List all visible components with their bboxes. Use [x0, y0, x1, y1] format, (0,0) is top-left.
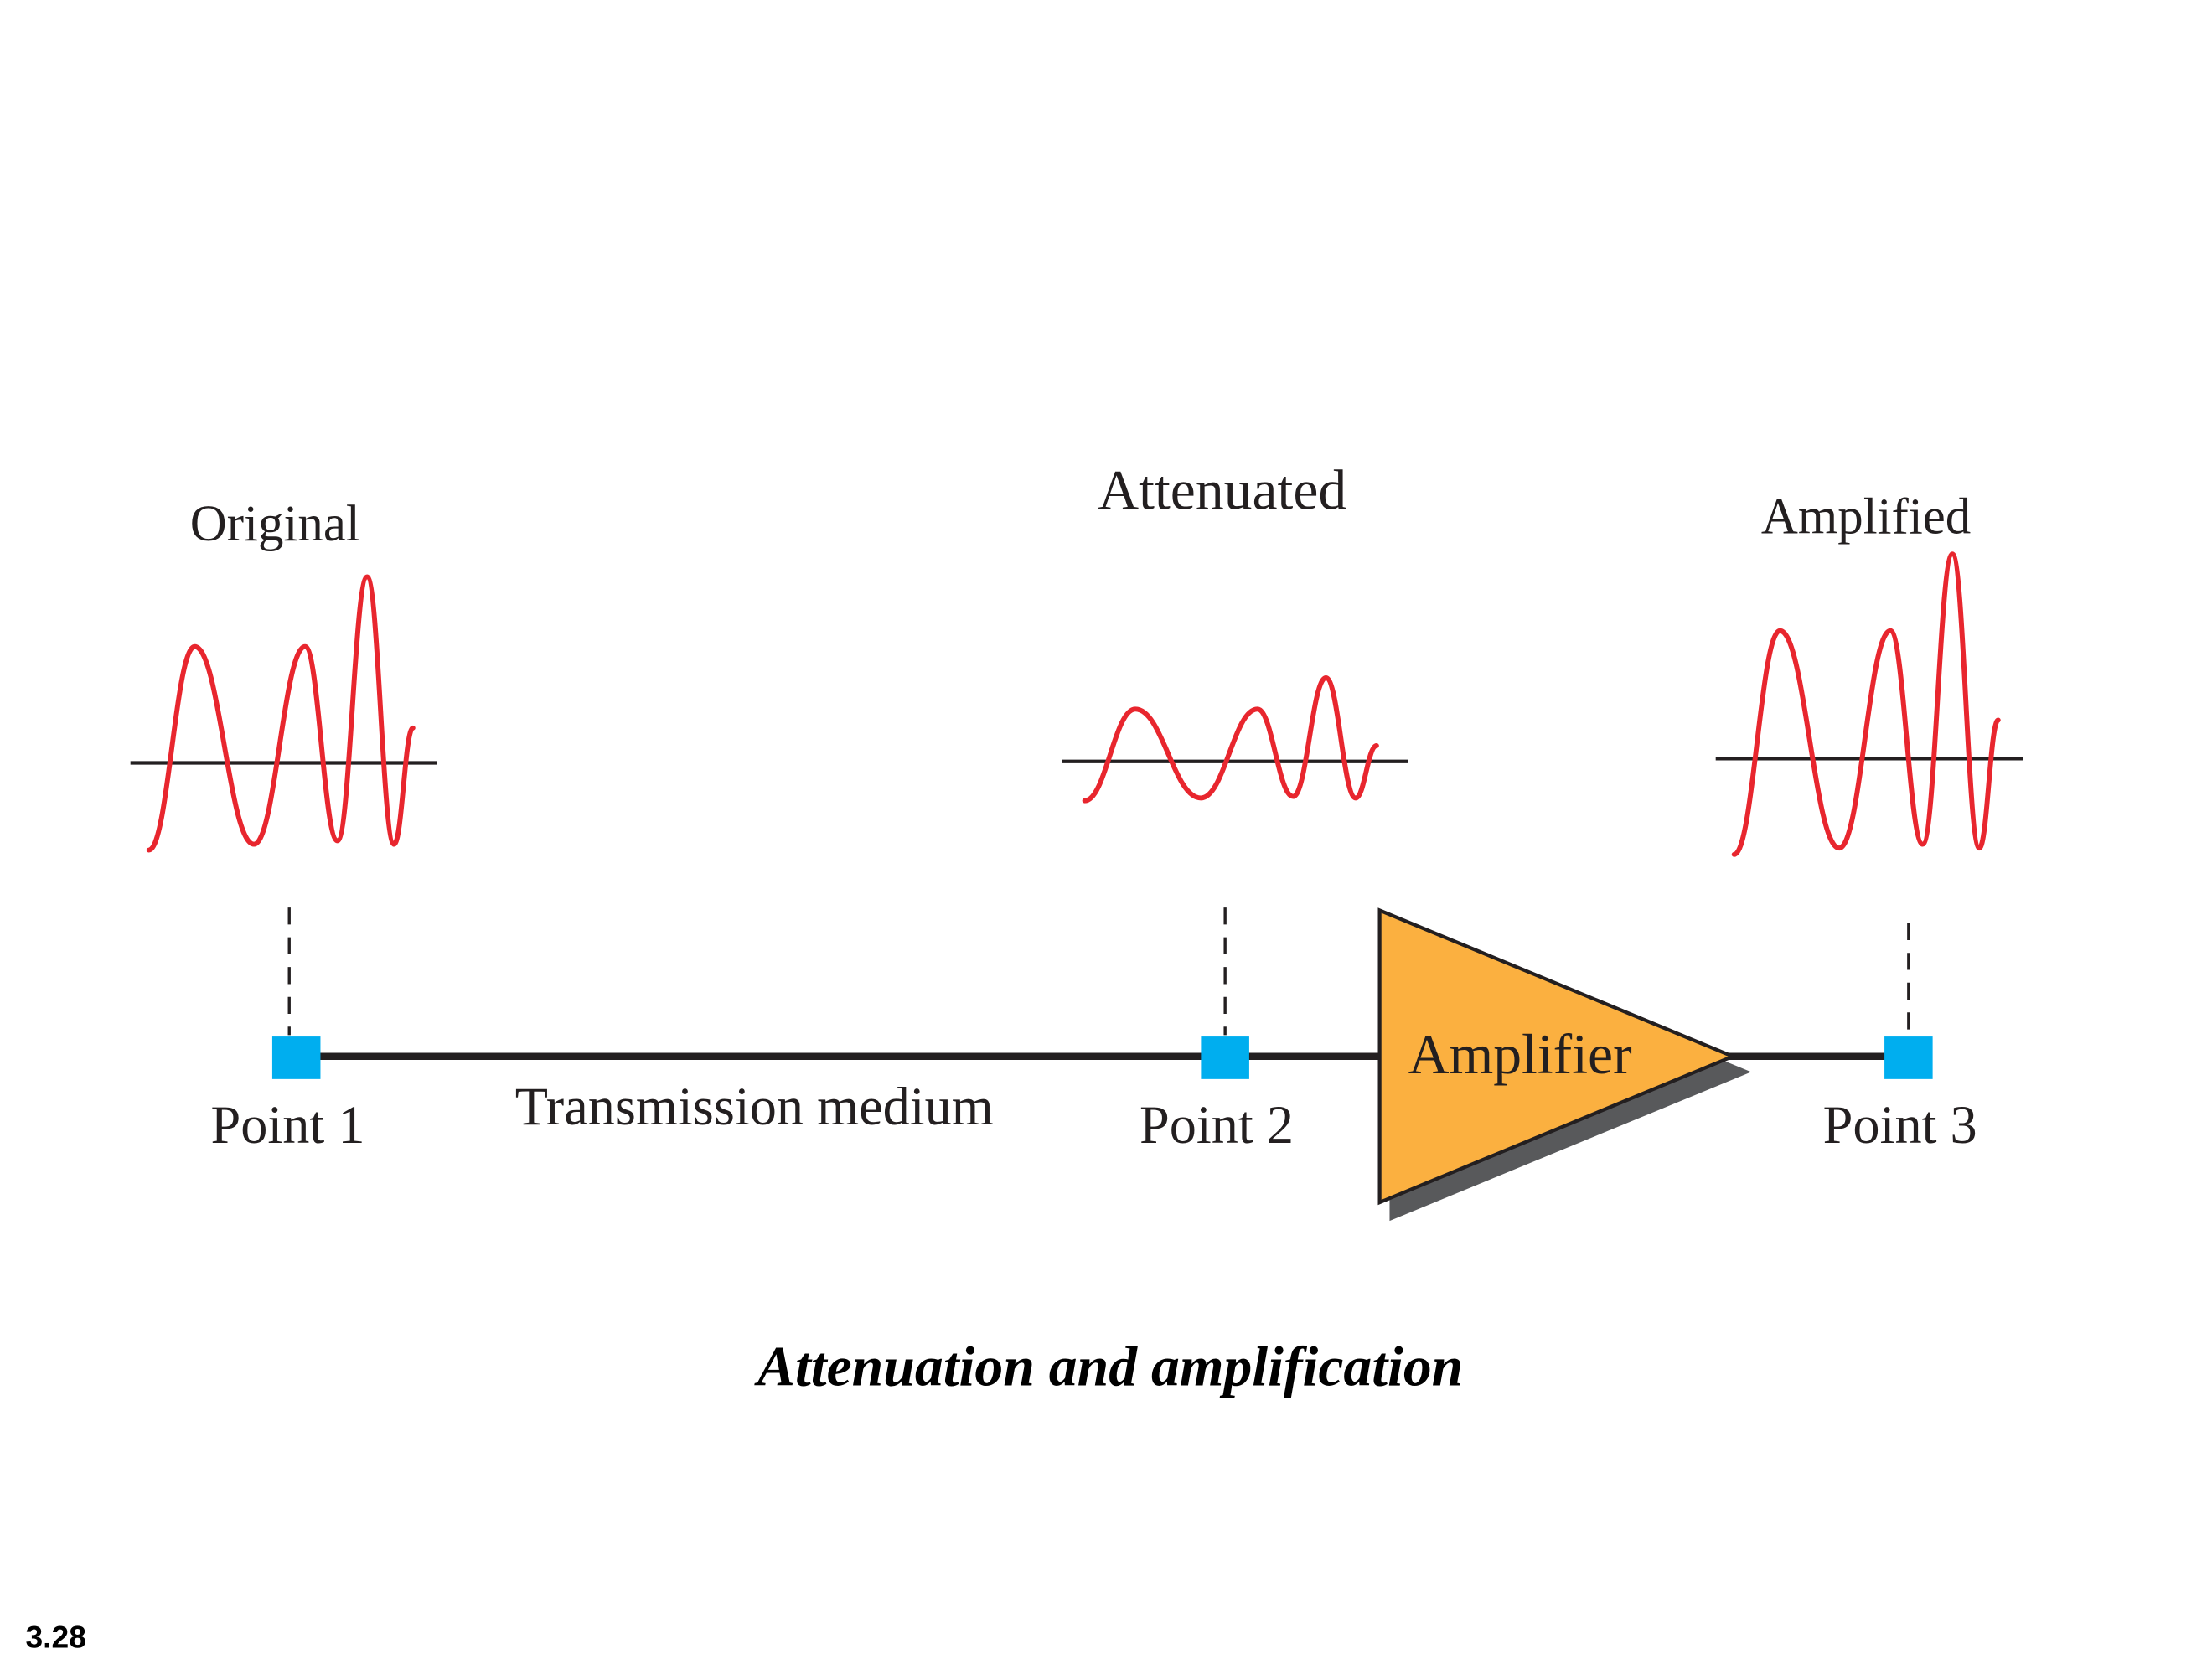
attenuated-signal-label: Attenuated [1098, 459, 1346, 522]
point3-marker [1884, 1036, 1933, 1079]
point2-marker [1201, 1036, 1249, 1079]
point3-label: Point 3 [1823, 1095, 1977, 1155]
medium-label: Transmission medium [515, 1077, 994, 1136]
amplified-waveform [1715, 551, 2023, 857]
point1-label: Point 1 [211, 1095, 365, 1155]
amplified-waveform-signal [1731, 551, 2001, 857]
point2-label: Point 2 [1140, 1095, 1294, 1155]
slide-number: 3.28 [25, 1619, 85, 1654]
original-waveform-signal [146, 574, 416, 853]
attenuated-waveform [1062, 674, 1408, 804]
original-waveform [130, 574, 437, 853]
figure-caption: Attenuation and amplification [754, 1335, 1464, 1398]
amplifier-label: Amplifier [1408, 1023, 1632, 1086]
point1-marker [271, 1036, 321, 1079]
attenuated-waveform-signal [1082, 674, 1379, 804]
amplified-signal-label: Amplified [1761, 488, 1971, 545]
original-signal-label: Original [190, 496, 360, 552]
amplifier-triangle [1377, 907, 1738, 1206]
